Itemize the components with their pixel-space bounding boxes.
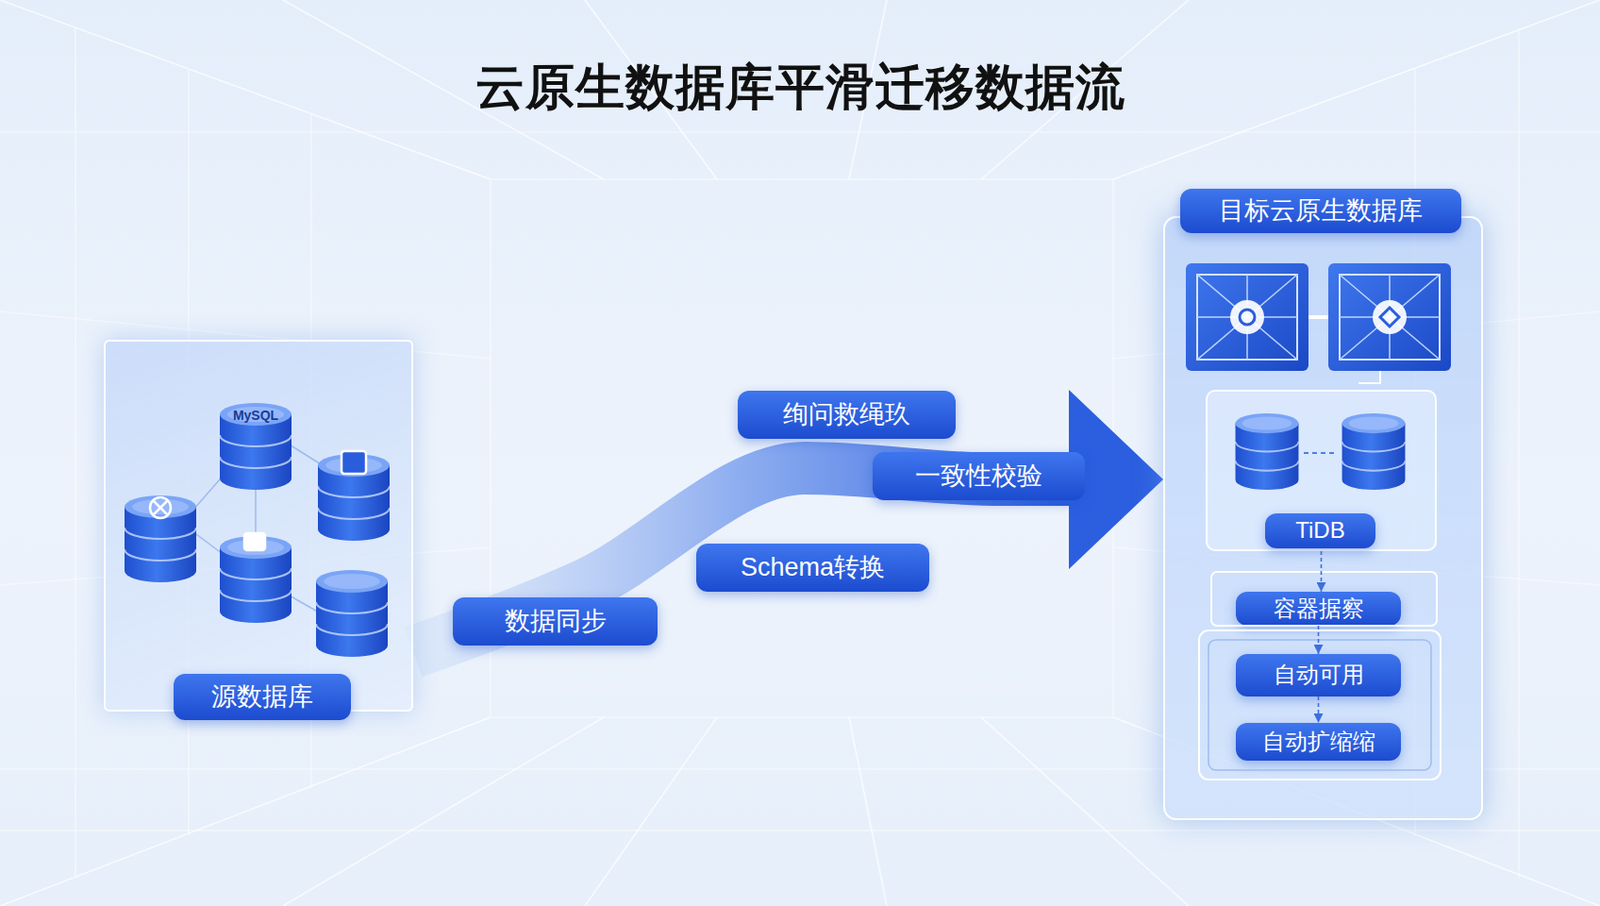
cluster-frame <box>1328 263 1451 371</box>
grid-line <box>981 716 1189 906</box>
grid-line <box>0 829 1600 832</box>
pill-label: 自动扩缩缩 <box>1235 722 1401 761</box>
process-pill: 一致性校验 <box>872 451 1085 500</box>
group-frame <box>1199 630 1441 780</box>
database-cylinder <box>219 402 292 490</box>
database-cylinder <box>1342 413 1406 490</box>
glyph <box>244 533 266 550</box>
link-arrow <box>1317 696 1320 723</box>
cluster-box: TiDB <box>1205 389 1437 551</box>
service-pill: 容器据察 <box>1235 591 1401 626</box>
cluster-link <box>1308 315 1329 319</box>
glyph <box>153 500 167 515</box>
grid-line <box>1113 0 1600 180</box>
glyph <box>341 450 367 474</box>
cluster-icon <box>1185 263 1309 371</box>
cluster-link <box>1358 370 1381 384</box>
pill-label: 自动可用 <box>1235 653 1401 697</box>
database-cylinder <box>1235 413 1300 490</box>
grid-line <box>0 0 491 180</box>
grid-line <box>849 716 887 906</box>
db-glyphs <box>150 450 367 550</box>
glyph <box>150 497 171 518</box>
band-frame <box>1211 571 1437 626</box>
link-arrow <box>1317 625 1320 654</box>
cluster-grid <box>1197 274 1298 360</box>
service-pill: 自动扩缩缩 <box>1235 722 1401 761</box>
cluster-frame <box>1185 263 1309 371</box>
service-pill: 自动可用 <box>1235 653 1401 697</box>
cluster-core <box>1230 300 1265 334</box>
wire <box>287 594 321 614</box>
grid-line <box>1517 28 1520 878</box>
process-pill: 数据同步 <box>452 597 658 646</box>
diagram-title: 云原生数据库平滑迁移数据流 <box>0 54 1600 121</box>
database-cylinder <box>219 535 292 623</box>
pill-label: 数据同步 <box>452 597 658 646</box>
cluster-core <box>1380 307 1400 327</box>
grid-line <box>0 131 1600 134</box>
grid-line <box>0 716 491 906</box>
wire <box>193 471 227 510</box>
grid-line <box>74 28 77 878</box>
group-frame <box>1208 639 1432 770</box>
link-arrow-group <box>1317 696 1319 723</box>
grid-line <box>283 716 604 906</box>
wire <box>254 485 257 543</box>
db-label: MySQL <box>224 407 287 423</box>
cluster-core <box>1239 309 1255 325</box>
cluster-core <box>1372 300 1407 334</box>
db-links <box>188 443 326 614</box>
link-arrow-group <box>1317 625 1319 654</box>
database-cylinder <box>124 495 197 583</box>
source-panel: 源数据库 <box>103 339 414 712</box>
grid-line <box>584 716 717 906</box>
cluster-grid <box>1197 274 1298 360</box>
panel-label: 源数据库 <box>173 673 351 720</box>
wire <box>188 528 227 557</box>
pill-label: Schema转换 <box>696 543 930 592</box>
box-label: TiDB <box>1265 513 1376 549</box>
process-pill: Schema转换 <box>696 543 930 592</box>
process-pill: 绚问救绳玖 <box>737 390 956 439</box>
pill-label: 绚问救绳玖 <box>737 390 956 439</box>
link-arrow <box>1320 550 1323 592</box>
cluster-icon <box>1328 263 1451 371</box>
database-cylinder <box>317 453 390 541</box>
pill-label: 容器据察 <box>1235 591 1401 626</box>
target-panel: TiDB容器据察自动可用自动扩缩缩目标云原生数据库 <box>1163 216 1484 820</box>
cluster-grid <box>1339 274 1440 360</box>
pill-label: 一致性校验 <box>872 451 1085 500</box>
panel-heading: 目标云原生数据库 <box>1180 188 1462 234</box>
db-link <box>1303 451 1338 454</box>
link-arrow-group <box>1320 550 1322 592</box>
wire <box>287 443 326 467</box>
cluster-grid <box>1339 274 1440 360</box>
database-cylinder <box>316 569 388 657</box>
